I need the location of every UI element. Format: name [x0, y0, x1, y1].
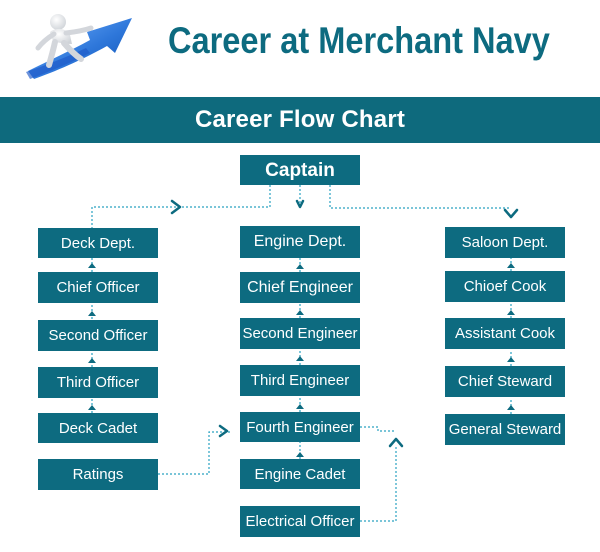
arrow-shadow	[26, 48, 90, 79]
deck-cadet-node: Deck Cadet	[38, 413, 158, 443]
engine-cadet-node: Engine Cadet	[240, 459, 360, 489]
engine-up-arrow-icon-4	[296, 310, 304, 315]
engine-up-arrow-icon-2	[296, 404, 304, 409]
captain-to-deck-connector	[91, 185, 271, 228]
engine-up-arrow-icon-5	[296, 264, 304, 269]
electrical-officer-to-fourth-engineer-connector	[360, 446, 397, 522]
saloon-dept-node: Saloon Dept.	[445, 227, 565, 258]
second-officer-node: Second Officer	[38, 320, 158, 351]
ratings-to-fourth-engineer-connector	[158, 431, 231, 475]
deck-up-arrow-icon-2	[88, 358, 96, 363]
assistant-cook-node: Assistant Cook	[445, 318, 565, 349]
ratings-branch-arrow-icon	[218, 424, 229, 438]
engine-up-arrow-icon-1	[296, 452, 304, 457]
chief-steward-node: Chief Steward	[445, 366, 565, 397]
saloon-up-arrow-icon-3	[507, 310, 515, 315]
saloon-up-arrow-icon-2	[507, 357, 515, 362]
fourth-engineer-node: Fourth Engineer	[240, 412, 360, 442]
saloon-branch-arrow-icon	[503, 208, 519, 219]
captain-down-arrow-icon	[295, 199, 305, 209]
third-engineer-node: Third Engineer	[240, 365, 360, 396]
page-title: Career at Merchant Navy	[168, 20, 550, 61]
person-head	[50, 14, 66, 30]
deck-up-arrow-icon-3	[88, 311, 96, 316]
career-growth-logo	[26, 14, 132, 79]
electrical-branch-arrow-icon	[388, 437, 404, 448]
deck-branch-arrow-icon	[170, 199, 182, 215]
electrical-officer-node: Electrical Officer	[240, 506, 360, 537]
fourth-engineer-side-connector	[360, 426, 396, 432]
person-arm	[63, 25, 94, 36]
chief-officer-node: Chief Officer	[38, 272, 158, 303]
person-leg	[61, 40, 84, 62]
deck-dept-node: Deck Dept.	[38, 228, 158, 258]
third-officer-node: Third Officer	[38, 367, 158, 398]
captain-node: Captain	[240, 155, 360, 185]
chief-cook-node: Chioef Cook	[445, 271, 565, 302]
ratings-node: Ratings	[38, 459, 158, 490]
deck-up-arrow-icon-1	[88, 405, 96, 410]
chief-engineer-node: Chief Engineer	[240, 272, 360, 303]
engine-dept-node: Engine Dept.	[240, 226, 360, 258]
second-engineer-node: Second Engineer	[240, 318, 360, 349]
career-flow-chart-title: Career Flow Chart	[0, 97, 600, 143]
captain-to-saloon-connector	[329, 185, 511, 209]
deck-up-arrow-icon-4	[88, 263, 96, 268]
engine-up-arrow-icon-3	[296, 356, 304, 361]
saloon-up-arrow-icon-4	[507, 263, 515, 268]
general-steward-node: General Steward	[445, 414, 565, 445]
person-leg	[46, 39, 58, 68]
person-arm	[35, 31, 57, 51]
saloon-up-arrow-icon-1	[507, 405, 515, 410]
